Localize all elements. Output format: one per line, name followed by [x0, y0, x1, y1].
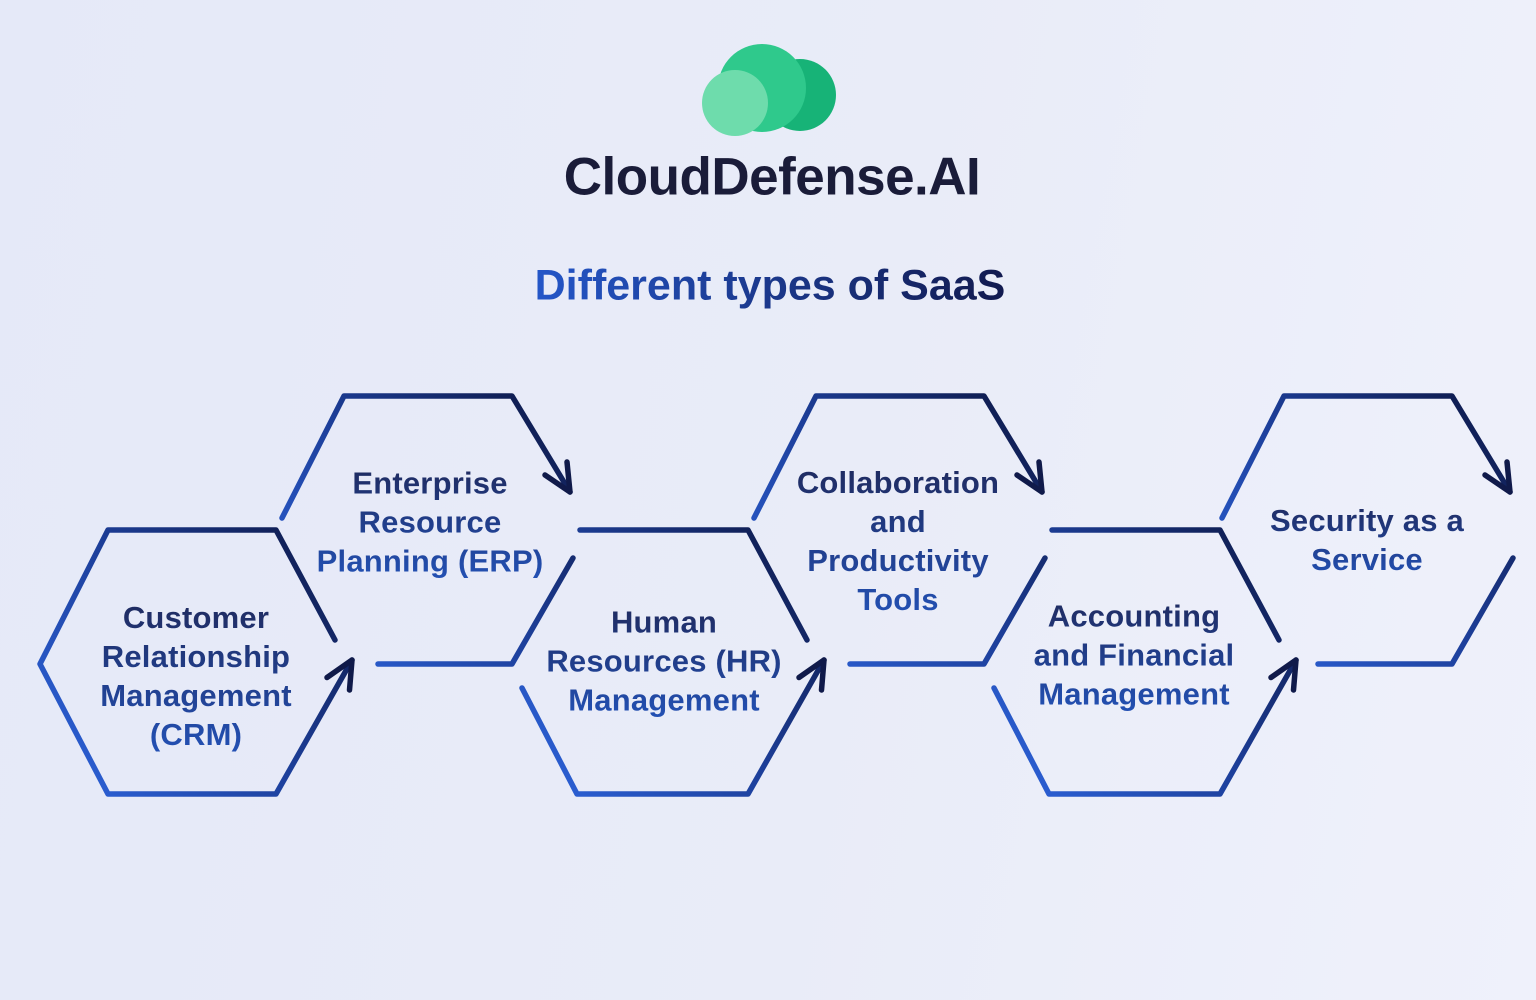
hexagon-accounting-outline	[991, 527, 1299, 797]
hexagon-crm-outline	[37, 527, 355, 797]
arrow-erp-head-icon	[542, 459, 573, 495]
diagram-title: Different types of SaaS	[534, 261, 1006, 310]
arrow-crm-head-icon	[324, 657, 355, 693]
logo-text: CloudDefense.AI	[563, 147, 981, 207]
node-label-accounting: Accounting and Financial Management	[984, 597, 1284, 714]
node-label-collaboration: Collaboration and Productivity Tools	[758, 463, 1038, 619]
arrow-hr-head-icon	[796, 657, 827, 693]
hexagon-collaboration-outline	[751, 393, 1048, 667]
node-label-crm: Customer Relationship Management (CRM)	[46, 598, 346, 754]
logo-cloud-icon	[702, 44, 836, 136]
node-label-erp: Enterprise Resource Planning (ERP)	[280, 464, 580, 581]
hexagon-hr-outline	[519, 527, 827, 797]
node-label-hr: Human Resources (HR) Management	[504, 603, 824, 720]
hexagon-security-outline	[1219, 393, 1516, 667]
arrow-accounting-head-icon	[1268, 657, 1299, 693]
cloud-circle-left	[702, 70, 768, 136]
arrow-security-head-icon	[1482, 459, 1513, 495]
arrow-collaboration-head-icon	[1014, 459, 1045, 495]
node-label-security: Security as a Service	[1227, 501, 1507, 579]
hexagon-erp-outline	[279, 393, 576, 667]
